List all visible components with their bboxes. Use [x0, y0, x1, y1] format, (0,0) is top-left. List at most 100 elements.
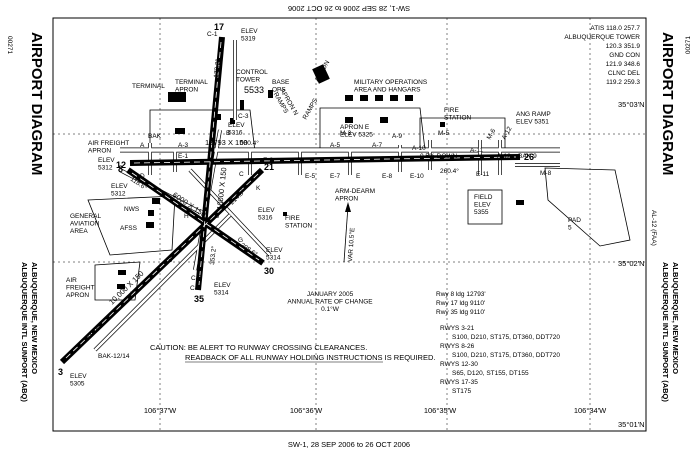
- taxiway-label: A-3: [178, 142, 189, 149]
- a12-label: A-12: [501, 125, 514, 141]
- var-label: VAR 10.5°E: [346, 227, 356, 262]
- freq-line: CLNC DEL: [608, 70, 641, 77]
- taxiway-label: E-11: [476, 171, 490, 178]
- freq-line: 121.9 348.6: [606, 61, 641, 68]
- nws-label: NWS: [124, 206, 140, 213]
- m6-label: M-6: [486, 127, 498, 141]
- declared-line: Rwy 35 ldg 9110': [436, 309, 485, 316]
- caution-line1: CAUTION: BE ALERT TO RUNWAY CROSSING CLE…: [150, 343, 367, 352]
- taxiway-label: F: [98, 325, 102, 332]
- buildings: [117, 64, 524, 289]
- weight-bearing: RWYS 3-21 S100, D210, ST175, DT360, DDT7…: [440, 325, 560, 395]
- runway-centerlines: [65, 41, 517, 359]
- bak9-label: BAK-9: [518, 153, 537, 160]
- freq-line: GND CON: [609, 52, 640, 59]
- city-left: ALBUQUERQUE, NEW MEXICO: [30, 262, 39, 374]
- freq-line: 120.3 351.9: [606, 43, 641, 50]
- lon-label: 106°34'W: [574, 406, 607, 415]
- taxiway-label: E-10: [410, 173, 424, 180]
- rwy-17-35-hdg1: 173.2°: [212, 58, 222, 78]
- diagram-frame: [52, 17, 647, 432]
- taxiway-label: E-8: [382, 173, 393, 180]
- taxiway-label: S: [168, 257, 173, 264]
- taxiway-label: A: [140, 142, 145, 149]
- taxiway-labels: A A-3 A-5 A-7 A-9 A-10 A-11 A-12 B C C-1…: [98, 31, 511, 332]
- lon-label: 106°35'W: [424, 406, 457, 415]
- taxiway-label: M-3: [340, 130, 352, 137]
- airport-name-right: ALBUQUERQUE INTL SUNPORT (ABQ): [661, 262, 670, 402]
- lon-label: 106°36'W: [290, 406, 323, 415]
- ramps-label: RAMPS: [302, 97, 320, 121]
- wb-line: S65, D120, ST155, DT155: [452, 370, 529, 377]
- chart-number-left: 00271: [6, 36, 13, 54]
- taxiway-label: A-10: [412, 145, 426, 152]
- rwy-12-end: 12: [116, 160, 126, 170]
- rwy-35-end: 35: [194, 294, 204, 304]
- bak12-14-label: BAK-12/14: [98, 353, 130, 360]
- afss-label: AFSS: [120, 225, 138, 232]
- rwy-8-26-dims: 13793 X 150: [205, 138, 248, 147]
- rwy-8-26-hdg2: 260.4°: [440, 167, 459, 175]
- graticule: [53, 18, 646, 431]
- lon-label: 106°37'W: [144, 406, 177, 415]
- wb-line: ST175: [452, 388, 472, 395]
- taxiway-label: E-7: [330, 173, 341, 180]
- slope-label: 0.5% DOWN: [420, 153, 458, 160]
- declared-distances: Rwy 8 ldg 12793' Rwy 17 ldg 9110' Rwy 35…: [436, 291, 486, 316]
- taxiway-label: C: [239, 171, 244, 178]
- taxiway-label: A-9: [392, 133, 403, 140]
- rwy-21-end: 21: [264, 162, 274, 172]
- lat-label: 35°03'N: [618, 100, 645, 109]
- rwy-30-end: 30: [264, 266, 274, 276]
- top-edition: SW-1, 28 SEP 2006 to 26 OCT 2006: [288, 4, 410, 13]
- lat-label: 35°02'N: [618, 259, 645, 268]
- rwy-8-26-hdg1: 080.4°: [240, 139, 259, 147]
- taxiway-label: A-11: [470, 147, 484, 154]
- wb-line: RWYS 12-30: [440, 361, 478, 368]
- rwy-17-35-dims: 10000 X 150: [215, 167, 228, 210]
- m5-label: M-5: [438, 130, 450, 137]
- taxiway-label: E-5: [305, 173, 316, 180]
- rwy-26-end: 26: [524, 152, 534, 162]
- taxiway-label: A-12: [497, 153, 511, 160]
- taxiway-label: C-3: [238, 113, 249, 120]
- magnetic-variation: VAR 10.5°E: [343, 202, 356, 262]
- taxiway-label: D: [140, 173, 145, 180]
- terminal-label: TERMINAL: [132, 83, 165, 90]
- wb-line: RWYS 8-26: [440, 343, 475, 350]
- rwy-8-end: 8: [118, 164, 123, 174]
- taxiway-label: E-1: [178, 153, 189, 160]
- taxiway-label: K: [256, 185, 261, 192]
- apron-n-ramps-label: APRON NRAMPS: [272, 88, 300, 121]
- al-number: AL-12 (FAA): [650, 210, 657, 246]
- declared-line: Rwy 8 ldg 12793': [436, 291, 486, 298]
- rwy-17-35-hdg2: 353.2°: [208, 245, 218, 265]
- declared-line: Rwy 17 ldg 9110': [436, 300, 485, 307]
- bak14-label: BAK: [148, 133, 162, 140]
- taxiway-label: A-5: [330, 142, 341, 149]
- lat-label: 35°01'N: [618, 420, 645, 429]
- taxiway-label: C-4: [190, 285, 201, 292]
- taxiway-label: B: [226, 130, 230, 137]
- taxiway-label: C-1: [207, 31, 218, 38]
- wb-line: RWYS 17-35: [440, 379, 478, 386]
- airport-name-left: ALBUQUERQUE INTL SUNPORT (ABQ): [20, 262, 29, 402]
- taxiway-label: E: [356, 173, 361, 180]
